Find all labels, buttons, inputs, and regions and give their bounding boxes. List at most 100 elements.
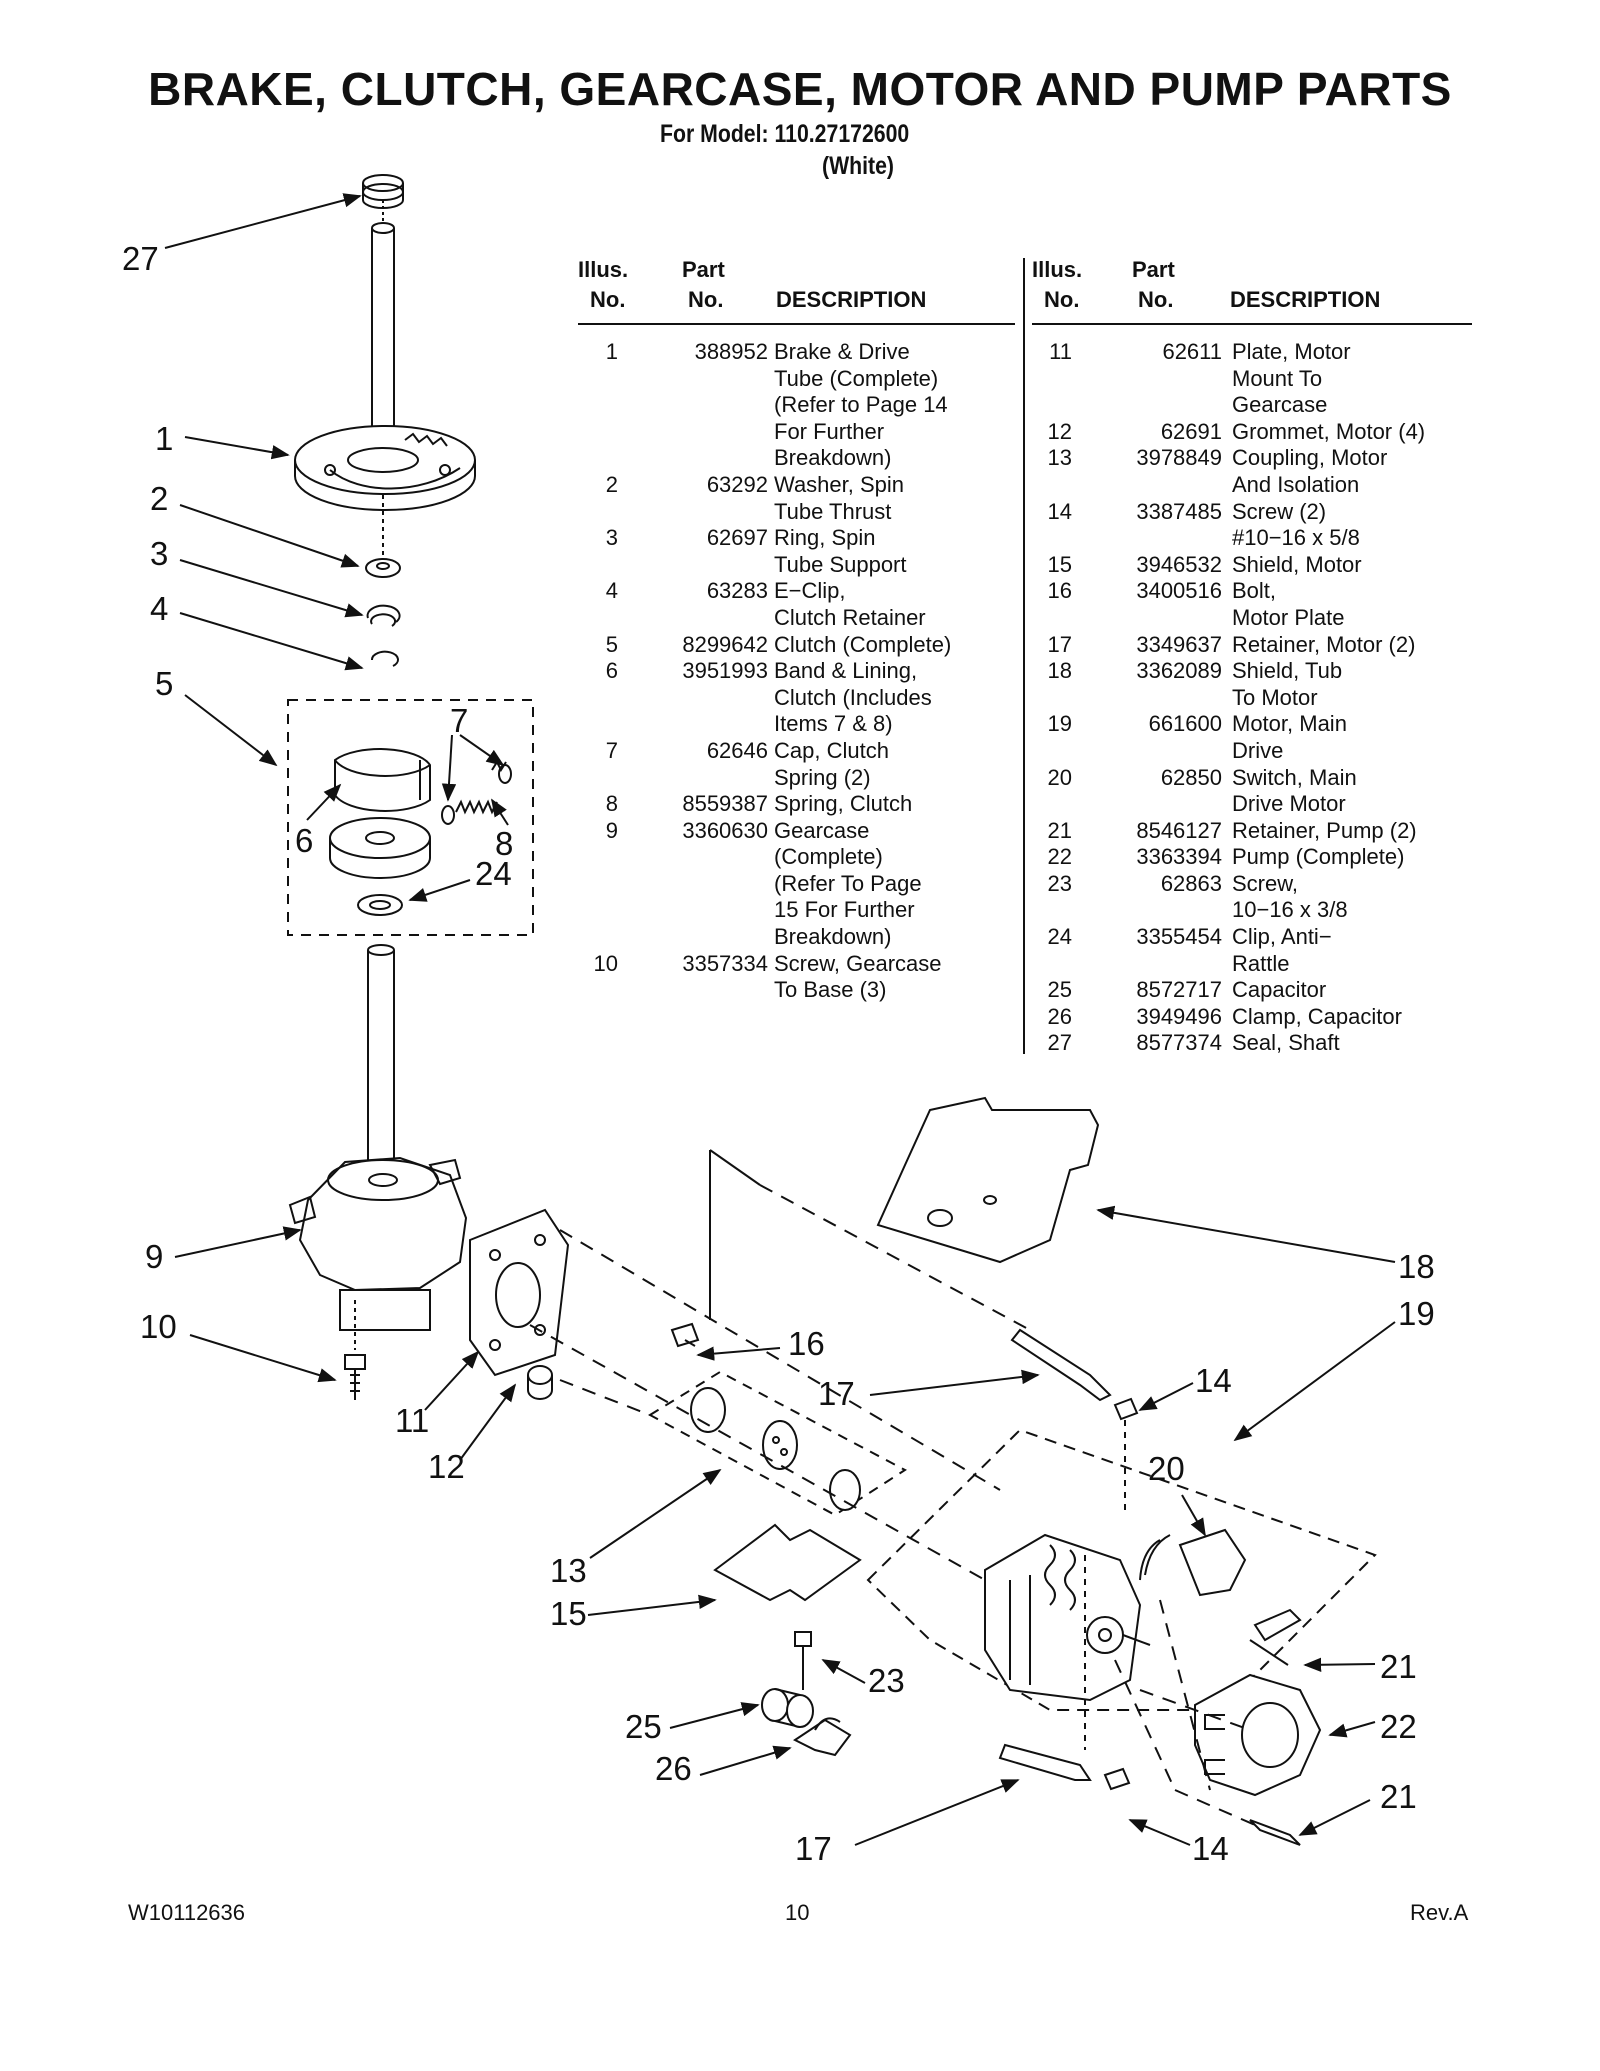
- brake-assembly-part: [294, 425, 476, 511]
- capacitor-clamp-screw-part: [794, 1631, 812, 1690]
- table-divider: [1023, 258, 1025, 1054]
- part-number: 3946532: [1136, 551, 1222, 577]
- page-number: 10: [785, 1900, 810, 1925]
- header-illus-no: No.: [590, 287, 626, 312]
- part-description: E−Clip, Clutch Retainer: [774, 578, 926, 630]
- callout-17-lower: 17: [795, 1830, 832, 1867]
- callout-14-upper: 14: [1195, 1362, 1232, 1399]
- part-description: Screw, Gearcase To Base (3): [774, 950, 942, 1003]
- illus-number: 3: [605, 525, 618, 551]
- leader-lines: [164, 193, 1396, 1846]
- e-clip-part: [370, 650, 399, 667]
- part-description: Gearcase (Complete) (Refer To Page 15 Fo…: [774, 817, 922, 950]
- illus-number: 26: [1047, 1003, 1072, 1029]
- illus-number: 2: [605, 471, 618, 497]
- callout-10: 10: [140, 1308, 177, 1345]
- part-description: Bolt, Motor Plate: [1232, 578, 1345, 630]
- header-description: DESCRIPTION: [776, 287, 927, 312]
- illus-number: 6: [605, 658, 618, 684]
- part-number: 3978849: [1136, 445, 1222, 471]
- model-variant: (White): [822, 152, 894, 180]
- spin-tube-ring-part: [366, 604, 401, 627]
- part-number: 3951993: [682, 658, 768, 684]
- revision: Rev.A: [1410, 1900, 1469, 1925]
- illus-number: 22: [1047, 844, 1072, 870]
- part-description: Washer, Spin Tube Thrust: [774, 471, 905, 524]
- motor-screw-upper-part: [1113, 1397, 1139, 1510]
- callout-13: 13: [550, 1552, 587, 1589]
- gearcase-screw-part: [344, 1300, 366, 1400]
- header-illus-no: No.: [1044, 287, 1080, 312]
- callout-15: 15: [550, 1595, 587, 1632]
- illus-number: 23: [1047, 870, 1072, 896]
- illus-number: 19: [1047, 711, 1072, 737]
- callout-21-upper: 21: [1380, 1648, 1417, 1685]
- main-drive-motor-part: [984, 1533, 1151, 1702]
- part-number: 8559387: [682, 791, 768, 817]
- anti-rattle-clip-part: [357, 894, 403, 916]
- part-number: 8577374: [1136, 1030, 1222, 1056]
- motor-grommet-part: [527, 1365, 553, 1400]
- callout-20: 20: [1148, 1450, 1185, 1487]
- table-row: 16 3400516 Bolt, Motor Plate: [1032, 578, 1472, 631]
- illus-number: 15: [1047, 551, 1072, 577]
- motor-mount-plate-part: [469, 1208, 570, 1377]
- illus-number: 14: [1047, 498, 1072, 524]
- callout-21-lower: 21: [1380, 1778, 1417, 1815]
- part-description: Screw, 10−16 x 3/8: [1232, 870, 1348, 923]
- callout-8: 8: [495, 825, 513, 862]
- part-number: 62863: [1160, 870, 1222, 896]
- gearcase-part: [288, 1156, 468, 1331]
- callout-25: 25: [625, 1708, 662, 1745]
- callout-1: 1: [155, 420, 173, 457]
- header-illus: Illus.: [1032, 257, 1083, 282]
- clutch-band-part: [334, 748, 431, 812]
- motor-shield-part: [713, 1523, 862, 1602]
- pump-retainer-lower-part: [1249, 1819, 1301, 1846]
- part-description: Retainer, Pump (2): [1232, 817, 1417, 843]
- part-description: Grommet, Motor (4): [1232, 418, 1426, 444]
- header-part: Part: [1132, 257, 1175, 282]
- illus-number: 10: [593, 950, 618, 976]
- illus-number: 9: [605, 817, 618, 843]
- motor-plate-bolt-part: [670, 1322, 700, 1348]
- illus-number: 25: [1047, 977, 1072, 1003]
- illus-number: 24: [1047, 924, 1072, 950]
- callout-14-lower: 14: [1192, 1830, 1229, 1867]
- header-part: Part: [682, 257, 725, 282]
- callout-24: 24: [475, 855, 512, 892]
- table-row: 23 62863 Screw, 10−16 x 3/8: [1032, 871, 1472, 924]
- spin-tube-washer-part: [365, 558, 401, 578]
- callout-17-upper: 17: [818, 1375, 855, 1412]
- part-description: Pump (Complete): [1232, 844, 1405, 870]
- illus-number: 16: [1047, 578, 1072, 604]
- part-description: Plate, Motor Mount To Gearcase: [1232, 339, 1351, 418]
- table-header: Illus. No. Part No. DESCRIPTION: [1032, 257, 1472, 325]
- part-number: 62646: [706, 737, 768, 763]
- part-description: Band & Lining, Clutch (Includes Items 7 …: [774, 658, 932, 737]
- illus-number: 8: [605, 791, 618, 817]
- part-description: Switch, Main Drive Motor: [1232, 764, 1357, 817]
- motor-screw-lower-part: [1084, 1555, 1131, 1791]
- illus-number: 17: [1047, 631, 1072, 657]
- part-number: 8546127: [1136, 817, 1222, 843]
- part-number: 3400516: [1136, 578, 1222, 604]
- part-number: 8572717: [1136, 977, 1222, 1003]
- part-description: Capacitor: [1232, 977, 1327, 1003]
- callout-labels: 27 1 2 3 4 5 6 7 8 24 9 10 11 12 13 15 1…: [122, 240, 1435, 1867]
- part-number: 3360630: [682, 817, 768, 843]
- part-description: Seal, Shaft: [1232, 1030, 1340, 1056]
- illus-number: 18: [1047, 658, 1072, 684]
- callout-11: 11: [395, 1402, 429, 1439]
